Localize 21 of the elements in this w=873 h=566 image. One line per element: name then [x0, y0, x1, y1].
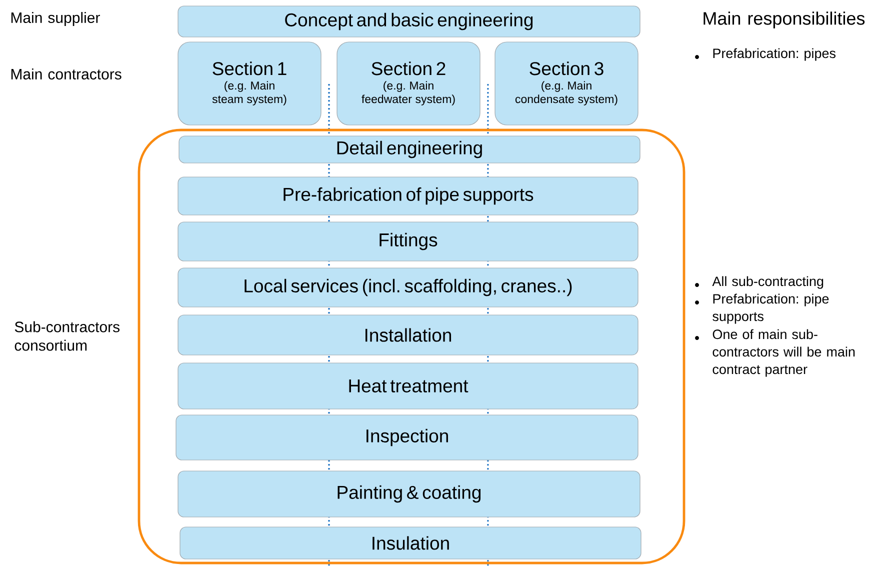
node-label: Sub-contractors consortium: [14, 321, 120, 351]
process-box: Fittings: [178, 222, 638, 262]
section-box: Section 1 (e.g. Main steam system): [178, 42, 322, 126]
process-box: Insulation: [180, 526, 642, 560]
process-box: Concept and basic engineering: [178, 6, 640, 38]
section-box: Section 3 (e.g. Main condensate system): [494, 42, 638, 126]
bullet-point: One of main sub-contractors will be main contract partner: [712, 329, 855, 377]
column-heading: Main responsibilities: [704, 12, 865, 28]
section-box: Section 2 (e.g. Main feedwater system): [336, 42, 480, 126]
process-box: Inspection: [176, 414, 638, 460]
process-box: Installation: [178, 314, 638, 356]
row-label: Main contractors: [11, 68, 122, 80]
bullet-point: Prefabrication: pipe supports: [712, 294, 829, 324]
process-box: Local services (incl. scaffolding, cranes..): [178, 268, 638, 308]
row-label: Main supplier: [11, 12, 100, 26]
process-box: Detail engineering: [178, 136, 640, 164]
process-box: Pre-fabrication of pipe supports: [178, 176, 638, 216]
bullet-point: All sub-contracting: [712, 276, 824, 289]
bullet-point: Prefabrication: pipes: [713, 48, 836, 61]
process-box: Painting & coating: [178, 470, 640, 518]
process-box: Heat treatment: [178, 362, 638, 410]
